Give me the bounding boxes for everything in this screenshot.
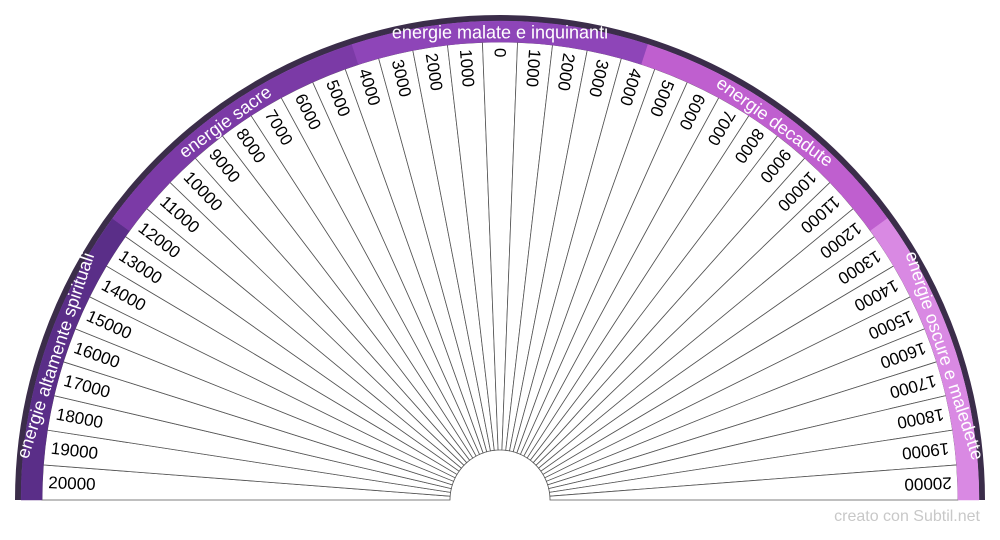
value-label: 1000 bbox=[522, 49, 544, 88]
value-label: 20000 bbox=[904, 473, 952, 494]
sector-layer bbox=[41, 41, 959, 501]
credit-text: creato con Subtil.net bbox=[834, 508, 980, 525]
value-label: 1000 bbox=[456, 49, 478, 88]
category-segment bbox=[870, 218, 980, 501]
value-label: 20000 bbox=[48, 473, 96, 494]
category-label: energie malate e inquinanti bbox=[392, 23, 608, 43]
outer-ring bbox=[15, 15, 985, 501]
value-label: 0 bbox=[491, 48, 510, 57]
